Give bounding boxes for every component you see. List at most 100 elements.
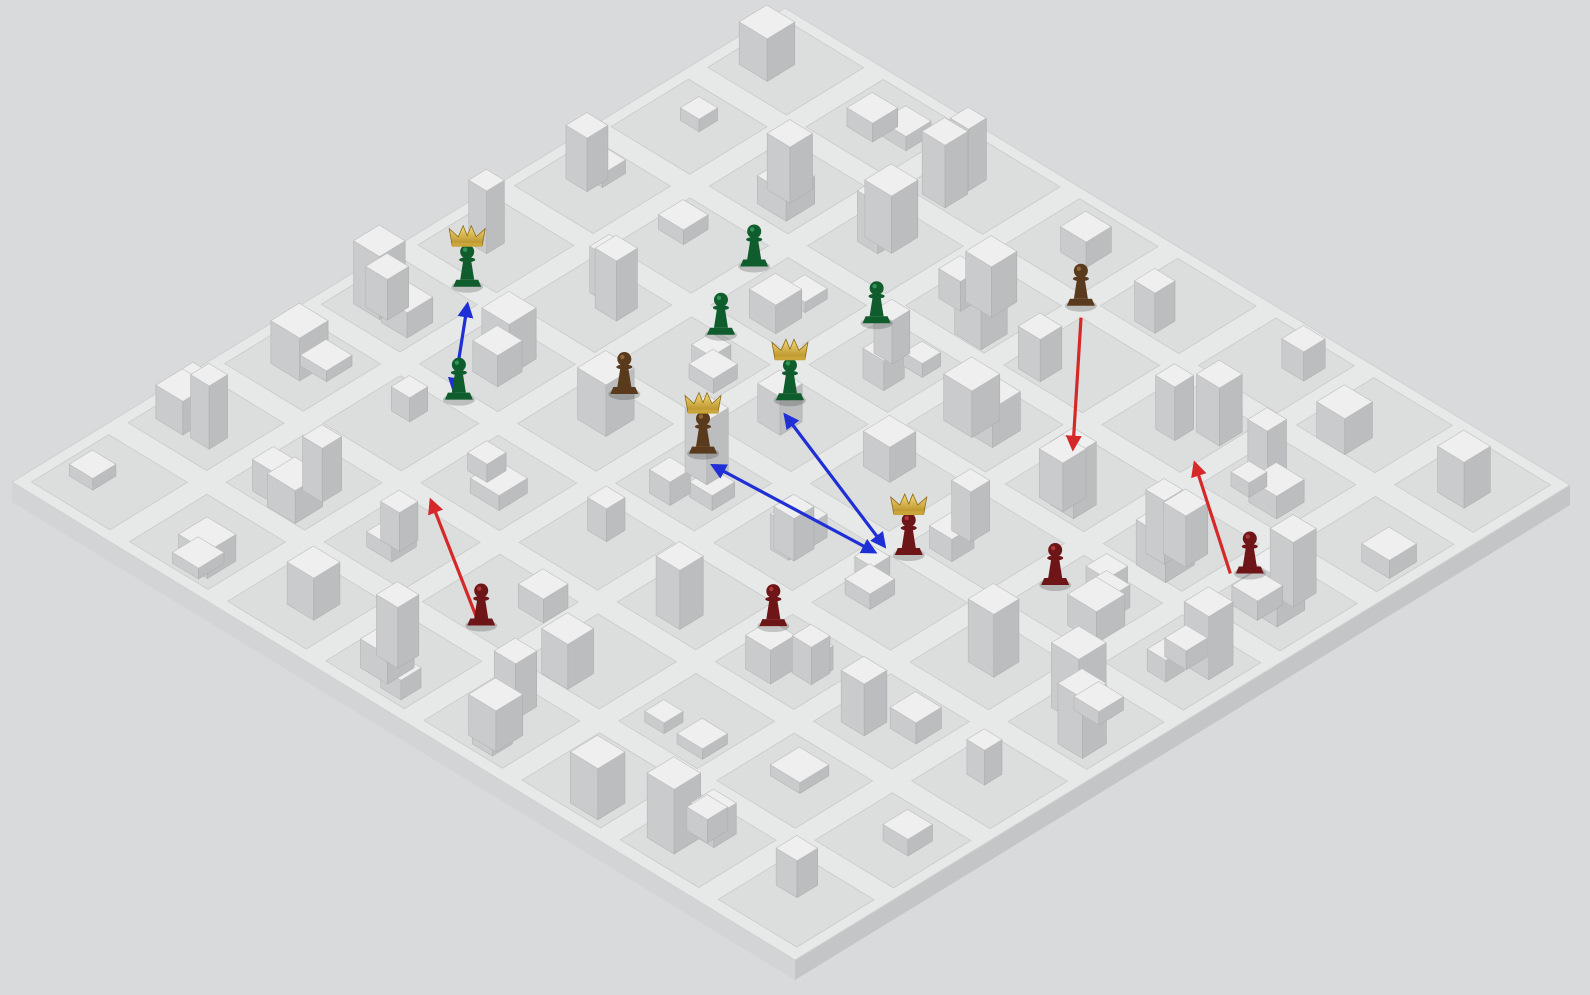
building-roof [745, 619, 796, 651]
building-roof [1073, 681, 1125, 713]
piece-highlight [1245, 534, 1250, 539]
piece-stem [1242, 547, 1257, 567]
piece-collar [459, 257, 476, 263]
brown-king-piece [684, 391, 722, 460]
piece-head [766, 584, 781, 599]
building-roof [748, 272, 803, 306]
building-wall [208, 374, 228, 450]
piece-highlight [749, 227, 755, 232]
building-roof [1059, 210, 1112, 243]
city-block [30, 434, 189, 531]
city-block [610, 78, 768, 175]
building-roof [738, 4, 796, 40]
piece-stem [695, 427, 710, 447]
building-roof [467, 440, 507, 465]
building-roof [541, 612, 595, 645]
piece-stem [1073, 279, 1088, 299]
piece-collar [616, 364, 633, 370]
building-roof [352, 224, 406, 257]
piece-stem [713, 308, 728, 328]
piece-collar [712, 305, 729, 311]
building-roof [1281, 325, 1326, 353]
piece-collar [1047, 555, 1064, 561]
building-roof [965, 235, 1018, 268]
building-roof [844, 563, 896, 595]
move-arrow [1191, 460, 1232, 574]
piece-highlight [454, 360, 460, 365]
piece-base [453, 279, 482, 287]
swap-arrow [710, 464, 878, 554]
piece-highlight [698, 414, 704, 419]
piece-highlight [716, 295, 722, 300]
building-roof [1162, 488, 1209, 517]
building-roof [646, 756, 702, 790]
piece-base [610, 387, 639, 395]
building-roof [775, 835, 819, 862]
building-roof [270, 302, 329, 339]
piece-base [740, 259, 769, 267]
building-wall [190, 374, 210, 450]
building-roof [189, 363, 229, 387]
piece-collar [868, 293, 885, 299]
building-roof [380, 489, 419, 514]
city-block [518, 494, 676, 591]
building-roof [951, 468, 991, 493]
crown-icon [684, 391, 722, 414]
brown-pawn-piece [608, 352, 641, 401]
building-roof [594, 234, 638, 262]
piece-head [695, 411, 710, 426]
piece-head [617, 352, 632, 367]
building-roof [468, 168, 505, 192]
building-wall [486, 179, 505, 255]
building-roof [375, 581, 420, 608]
red-pawn-piece [1233, 531, 1266, 580]
piece-head [1242, 531, 1257, 546]
piece-highlight [620, 354, 625, 360]
piece-stem [766, 600, 781, 620]
building-roof [1067, 576, 1126, 613]
building-roof [586, 485, 626, 510]
building-roof [679, 96, 719, 120]
building-roof [1050, 625, 1107, 660]
green-pawn-piece [704, 292, 737, 341]
piece-head [474, 583, 489, 598]
building-roof [840, 655, 888, 685]
piece-base [1066, 298, 1095, 306]
piece-stem [617, 368, 632, 388]
piece-base [1235, 566, 1264, 574]
piece-highlight [904, 515, 909, 521]
piece-head [869, 281, 884, 296]
building-roof [1195, 359, 1243, 389]
building-roof [1316, 384, 1373, 420]
building-roof [769, 746, 830, 784]
piece-stem [451, 373, 466, 393]
piece-head [1073, 263, 1088, 278]
building-roof [299, 339, 353, 372]
green-pawn-piece [738, 224, 771, 273]
green-king-piece [771, 338, 809, 407]
piece-collar [1241, 544, 1258, 550]
piece-highlight [462, 247, 468, 252]
red-pawn-piece [757, 584, 790, 633]
building-roof [286, 545, 341, 579]
building-roof [686, 794, 729, 820]
building-roof [1247, 407, 1288, 432]
piece-head [747, 224, 762, 239]
building-roof [644, 699, 684, 724]
piece-head [451, 357, 466, 372]
piece-highlight [769, 586, 774, 592]
building-roof [565, 112, 609, 139]
building-roof [921, 117, 969, 146]
building-roof [493, 637, 538, 665]
crown-band [774, 356, 805, 361]
building-roof [766, 119, 814, 148]
building-roof [949, 106, 987, 130]
city-block [515, 256, 673, 353]
city-block [1197, 317, 1356, 414]
building-roof [791, 624, 831, 648]
game-pieces [442, 224, 1266, 633]
green-king-piece [448, 224, 486, 293]
red-pawn-piece [1039, 543, 1072, 592]
board-side-front [12, 482, 795, 980]
